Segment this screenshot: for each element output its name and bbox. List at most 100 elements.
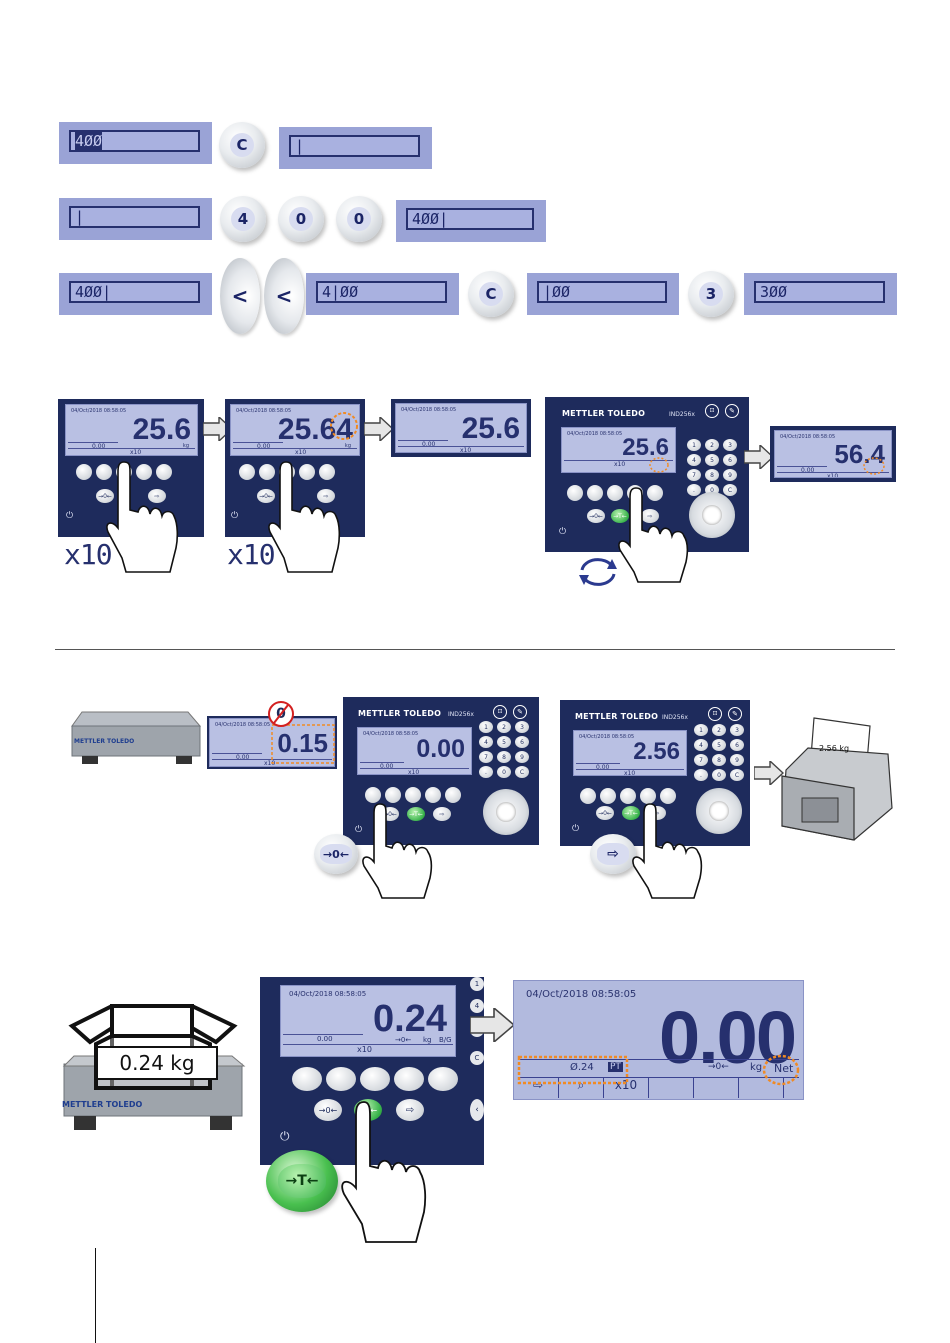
- magnifier-icon[interactable]: ⌕: [559, 1078, 604, 1098]
- numpad-key[interactable]: 4: [687, 454, 701, 466]
- numpad-key[interactable]: 2: [497, 721, 511, 733]
- numpad-key[interactable]: 9: [730, 754, 744, 766]
- softkey[interactable]: [239, 464, 255, 480]
- input-field[interactable]: 4|ØØ: [306, 273, 459, 315]
- print-key[interactable]: ⇨: [641, 509, 659, 523]
- print-key[interactable]: ⇨: [148, 489, 166, 503]
- digit-key[interactable]: 3: [688, 271, 734, 317]
- zero-key[interactable]: →0←: [257, 489, 275, 503]
- softkey-x10[interactable]: x10: [130, 449, 142, 456]
- input-field[interactable]: 4ØØ|: [396, 200, 546, 242]
- numpad-key[interactable]: 7: [687, 469, 701, 481]
- numpad-key[interactable]: 5: [497, 736, 511, 748]
- softkey[interactable]: [292, 1067, 322, 1091]
- numpad-key[interactable]: 8: [712, 754, 726, 766]
- softkey[interactable]: [365, 787, 381, 803]
- numpad-key[interactable]: C: [515, 766, 529, 778]
- power-icon[interactable]: ⏻: [572, 824, 580, 834]
- clear-key[interactable]: C: [219, 122, 265, 168]
- softkey-x10[interactable]: x10: [408, 769, 420, 775]
- softkey[interactable]: [600, 788, 616, 804]
- softkey-empty[interactable]: [739, 1078, 784, 1098]
- numpad-key[interactable]: 3: [515, 721, 529, 733]
- info-icon[interactable]: ⊡: [493, 705, 507, 719]
- input-field[interactable]: |: [59, 198, 212, 240]
- softkey[interactable]: [567, 485, 583, 501]
- numpad-key[interactable]: 1: [687, 439, 701, 451]
- numpad-key[interactable]: 1: [694, 724, 708, 736]
- input-field[interactable]: |ØØ: [527, 273, 679, 315]
- tare-key[interactable]: →T←: [407, 807, 425, 821]
- enter-key[interactable]: [702, 505, 722, 525]
- softkey[interactable]: [76, 464, 92, 480]
- softkey-empty[interactable]: [649, 1078, 694, 1098]
- softkey[interactable]: [620, 788, 636, 804]
- recall-icon[interactable]: ⇨: [518, 1078, 559, 1098]
- softkey[interactable]: [360, 1067, 390, 1091]
- softkey[interactable]: [319, 464, 335, 480]
- softkey[interactable]: [385, 787, 401, 803]
- softkey[interactable]: [425, 787, 441, 803]
- print-key[interactable]: ⇨: [396, 1099, 424, 1121]
- enter-key[interactable]: [496, 802, 516, 822]
- print-key[interactable]: ⇨: [433, 807, 451, 821]
- print-key-callout[interactable]: ⇨: [590, 834, 636, 874]
- wrench-icon[interactable]: ✎: [725, 404, 739, 418]
- numpad-key[interactable]: 9: [723, 469, 737, 481]
- numpad-key[interactable]: 5: [705, 454, 719, 466]
- navigation-pad[interactable]: [483, 789, 529, 835]
- tare-key-callout[interactable]: →T←: [266, 1150, 338, 1212]
- clear-key[interactable]: C: [468, 271, 514, 317]
- softkey-x10[interactable]: x10: [624, 770, 636, 776]
- numpad-key[interactable]: 6: [723, 454, 737, 466]
- power-icon[interactable]: ⏻: [559, 527, 567, 537]
- digit-key[interactable]: 0: [336, 196, 382, 242]
- softkey[interactable]: [580, 788, 596, 804]
- info-icon[interactable]: ⊡: [705, 404, 719, 418]
- left-arrow-key[interactable]: <: [264, 258, 304, 334]
- digit-key[interactable]: 0: [278, 196, 324, 242]
- softkey[interactable]: [428, 1067, 458, 1091]
- zero-key[interactable]: →0←: [96, 489, 114, 503]
- wrench-icon[interactable]: ✎: [728, 707, 742, 721]
- tare-key[interactable]: →T←: [611, 509, 629, 523]
- power-icon[interactable]: ⏻: [66, 511, 74, 521]
- numpad-key[interactable]: 5: [712, 739, 726, 751]
- numpad-key[interactable]: 9: [515, 751, 529, 763]
- softkey[interactable]: [607, 485, 623, 501]
- softkey[interactable]: [647, 485, 663, 501]
- wrench-icon[interactable]: ✎: [513, 705, 527, 719]
- softkey[interactable]: [96, 464, 112, 480]
- softkey[interactable]: [640, 788, 656, 804]
- numpad-key[interactable]: 4: [479, 736, 493, 748]
- softkey[interactable]: [136, 464, 152, 480]
- softkey-x10[interactable]: x10: [295, 449, 307, 456]
- softkey[interactable]: [326, 1067, 356, 1091]
- softkey-x10[interactable]: x10: [614, 461, 626, 468]
- left-arrow-key[interactable]: <: [220, 258, 260, 334]
- tare-key[interactable]: →T←: [622, 806, 640, 820]
- numpad-key[interactable]: 4: [694, 739, 708, 751]
- input-field[interactable]: 4ØØ|: [59, 273, 212, 315]
- numpad-key[interactable]: 0: [712, 769, 726, 781]
- numpad-key[interactable]: 0: [497, 766, 511, 778]
- softkey[interactable]: [405, 787, 421, 803]
- softkey[interactable]: [156, 464, 172, 480]
- numpad-key[interactable]: 7: [479, 751, 493, 763]
- numpad-key[interactable]: 4: [470, 999, 484, 1013]
- softkey-x10[interactable]: x10: [604, 1078, 649, 1098]
- input-field[interactable]: |: [279, 127, 432, 169]
- left-arrow-key[interactable]: ‹: [470, 1099, 484, 1121]
- numpad-key[interactable]: C: [723, 484, 737, 496]
- softkey[interactable]: [587, 485, 603, 501]
- numpad-key[interactable]: C: [470, 1051, 484, 1065]
- numpad-key[interactable]: 3: [730, 724, 744, 736]
- zero-key[interactable]: →0←: [314, 1099, 342, 1121]
- numpad-key[interactable]: 1: [470, 977, 484, 991]
- numpad-key[interactable]: 6: [730, 739, 744, 751]
- print-key[interactable]: ⇨: [317, 489, 335, 503]
- numpad-key[interactable]: 8: [497, 751, 511, 763]
- numpad-key[interactable]: C: [730, 769, 744, 781]
- softkey-x10[interactable]: x10: [460, 447, 472, 453]
- softkey[interactable]: [445, 787, 461, 803]
